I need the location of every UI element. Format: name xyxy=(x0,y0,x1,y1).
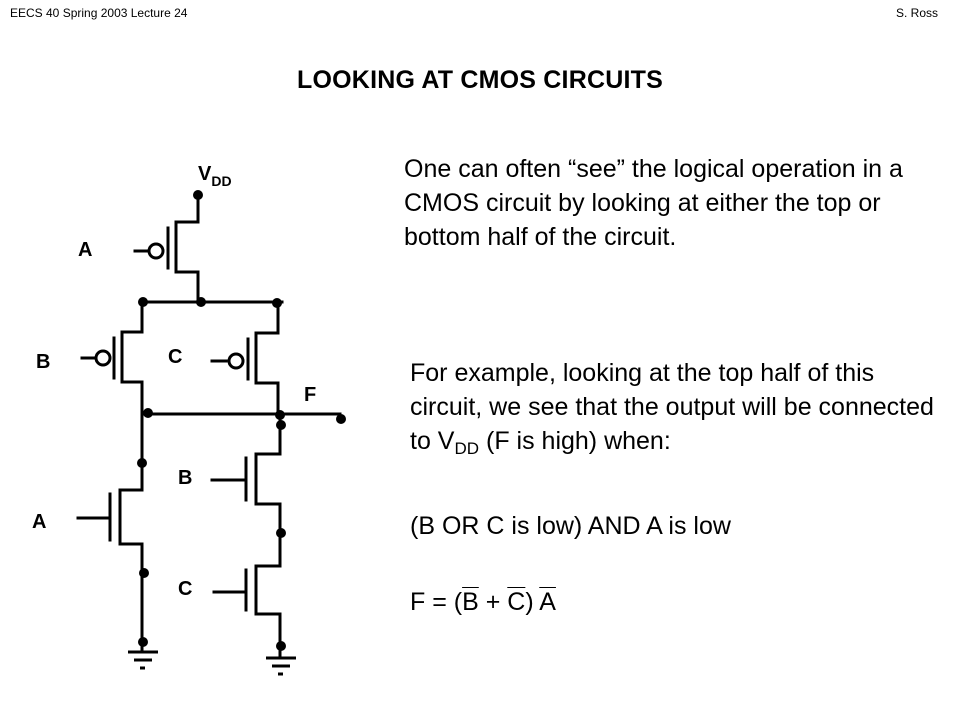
formula-prefix: F = ( xyxy=(410,588,463,616)
label-c-top: C xyxy=(168,346,182,368)
label-f-output: F xyxy=(304,384,316,406)
junction-dot xyxy=(138,297,148,307)
junction-dot xyxy=(138,637,148,647)
page-title: LOOKING AT CMOS CIRCUITS xyxy=(297,66,663,94)
junction-dot xyxy=(143,408,153,418)
cmos-circuit-diagram: VDD A B C F B A C xyxy=(32,163,346,676)
formula-a-bar: A xyxy=(539,588,556,616)
header-course: EECS 40 Spring 2003 Lecture 24 xyxy=(10,6,188,20)
label-a-bottom: A xyxy=(32,511,46,533)
junction-dot xyxy=(276,528,286,538)
boolean-formula: F = (B + C) A xyxy=(410,588,556,617)
ground-symbols xyxy=(128,642,296,676)
formula-close: ) xyxy=(525,588,540,616)
junction-dot xyxy=(276,641,286,651)
example-text-start: For example, looking at the top half of … xyxy=(410,359,934,455)
vdd-terminal-dot xyxy=(193,190,203,200)
vdd-label: VDD xyxy=(198,163,232,189)
label-a-top: A xyxy=(78,239,92,261)
pmos-a-bubble xyxy=(147,242,165,260)
example-paragraph: For example, looking at the top half of … xyxy=(410,356,950,458)
intro-paragraph: One can often “see” the logical operatio… xyxy=(404,155,903,251)
junction-dot xyxy=(196,297,206,307)
junction-dot xyxy=(276,420,286,430)
formula-b-bar: B xyxy=(462,588,479,616)
junction-dot xyxy=(139,568,149,578)
example-vdd-subscript: DD xyxy=(454,439,480,458)
formula-c-bar: C xyxy=(507,588,526,616)
condition-text: (B OR C is low) AND A is low xyxy=(410,512,731,540)
label-b-left: B xyxy=(36,351,50,373)
junction-dot xyxy=(137,458,147,468)
example-text-end: (F is high) when: xyxy=(479,427,671,455)
formula-plus: + xyxy=(478,588,508,616)
output-terminal-dot xyxy=(336,414,346,424)
junction-dot xyxy=(275,410,285,420)
pmos-c-bubble xyxy=(227,352,245,370)
label-c-bottom: C xyxy=(178,578,192,600)
pmos-b-bubble xyxy=(94,349,112,367)
junction-dot xyxy=(272,298,282,308)
header-author: S. Ross xyxy=(895,6,938,20)
label-b-bottom: B xyxy=(178,467,192,489)
